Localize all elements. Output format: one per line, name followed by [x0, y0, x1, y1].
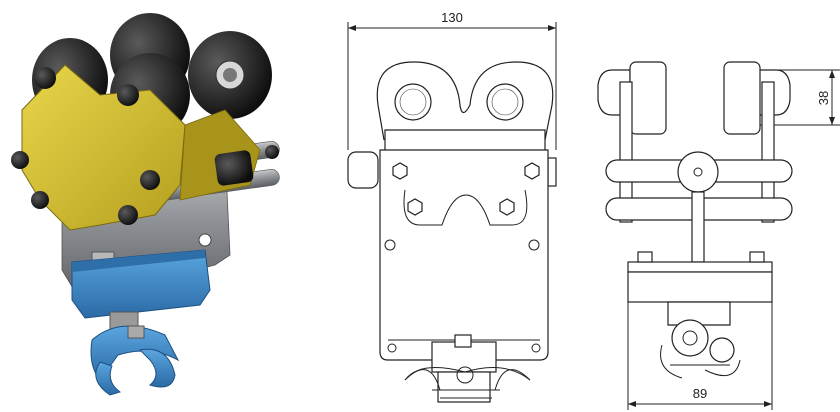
- dim-front-width: 130: [441, 10, 463, 25]
- trolley-render: [11, 13, 280, 396]
- side-view-drawing: 38 89: [597, 61, 840, 410]
- dim-side-width: 89: [693, 386, 707, 401]
- front-view-drawing: 130: [347, 10, 557, 403]
- dim-side-height: 38: [816, 91, 831, 105]
